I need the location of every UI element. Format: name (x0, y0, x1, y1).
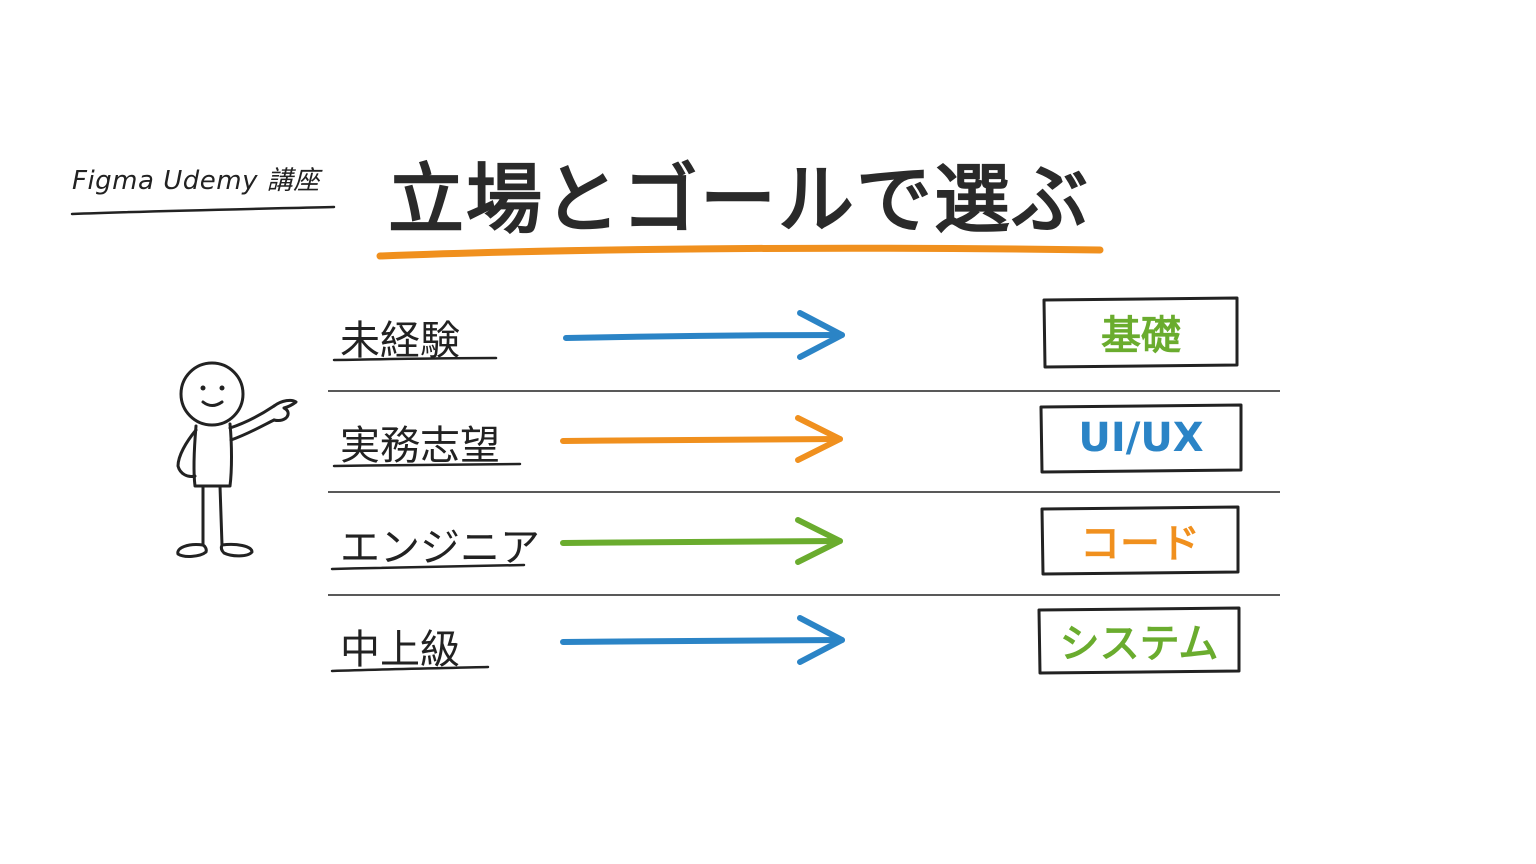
role-label-1: 未経験 (340, 318, 460, 364)
arrow-3 (560, 517, 843, 565)
course-label: Figma Udemy 講座 (72, 166, 320, 196)
arrow-4 (560, 615, 845, 665)
goal-label-3: コード (1080, 521, 1200, 567)
title-underline (376, 244, 1104, 260)
role-label-3: エンジニア (340, 525, 540, 571)
role-underline-3 (330, 563, 526, 571)
goal-label-4: システム (1059, 621, 1219, 667)
page-title: 立場とゴールで選ぶ (388, 155, 1090, 244)
stick-figure-pointing-icon (176, 361, 298, 558)
goal-box-1 (1042, 296, 1239, 369)
course-label-underline (70, 205, 336, 216)
role-underline-1 (332, 356, 498, 362)
goal-box-4 (1037, 606, 1241, 675)
goal-label-1: 基礎 (1101, 313, 1181, 359)
role-underline-2 (332, 462, 522, 468)
role-label-2: 実務志望 (340, 423, 500, 469)
goal-box-3 (1040, 505, 1240, 576)
arrow-2 (560, 415, 843, 463)
goal-box-2 (1039, 403, 1243, 474)
role-underline-4 (330, 665, 490, 673)
goal-label-2: UI/UX (1078, 415, 1204, 461)
arrow-1 (563, 310, 845, 360)
role-label-4: 中上級 (340, 627, 460, 673)
